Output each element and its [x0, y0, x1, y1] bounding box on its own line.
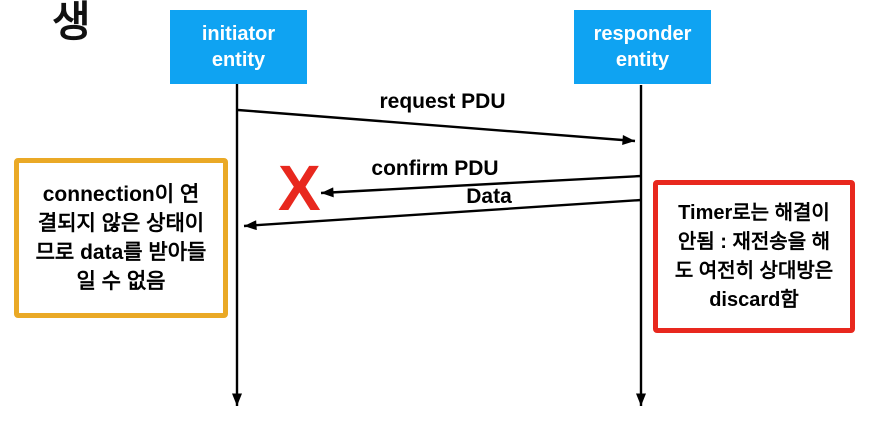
cropped-text-fragment: 생 [52, 0, 91, 45]
note-left-line: 결되지 않은 상태이 [37, 212, 205, 235]
note-connection-not-established: connection이 연 결되지 않은 상태이 므로 data를 받아들 일 … [14, 158, 228, 318]
note-left-line: 일 수 없음 [76, 270, 166, 293]
note-right-line: Timer로는 해결이 [678, 201, 830, 224]
message-label-confirm-pdu: confirm PDU [371, 157, 499, 180]
note-left-line: 므로 data를 받아들 [35, 241, 207, 264]
message-lost-x-mark: X [278, 152, 321, 224]
arrow-confirm-pdu [320, 174, 642, 198]
message-label-data: Data [466, 185, 512, 208]
note-right-line: 도 여전히 상대방은 [674, 259, 834, 282]
note-timer-cannot-solve: Timer로는 해결이 안됨 : 재전송을 해 도 여전히 상대방은 disca… [653, 180, 855, 333]
entity-responder-label-line1: responder [593, 23, 692, 45]
entity-responder-label-line2: entity [615, 49, 670, 71]
arrow-data [243, 198, 642, 231]
entity-box-responder: responder entity [574, 10, 711, 84]
entity-box-initiator: initiator entity [170, 10, 307, 84]
entity-initiator-label-line2: entity [211, 49, 266, 71]
arrow-request-pdu [237, 108, 636, 146]
note-right-line: discard함 [709, 288, 799, 311]
note-right-line: 안됨 : 재전송을 해 [677, 230, 831, 253]
message-label-request-pdu: request PDU [379, 90, 506, 113]
entity-initiator-label-line1: initiator [201, 23, 276, 45]
note-left-line: connection이 연 [42, 183, 200, 206]
